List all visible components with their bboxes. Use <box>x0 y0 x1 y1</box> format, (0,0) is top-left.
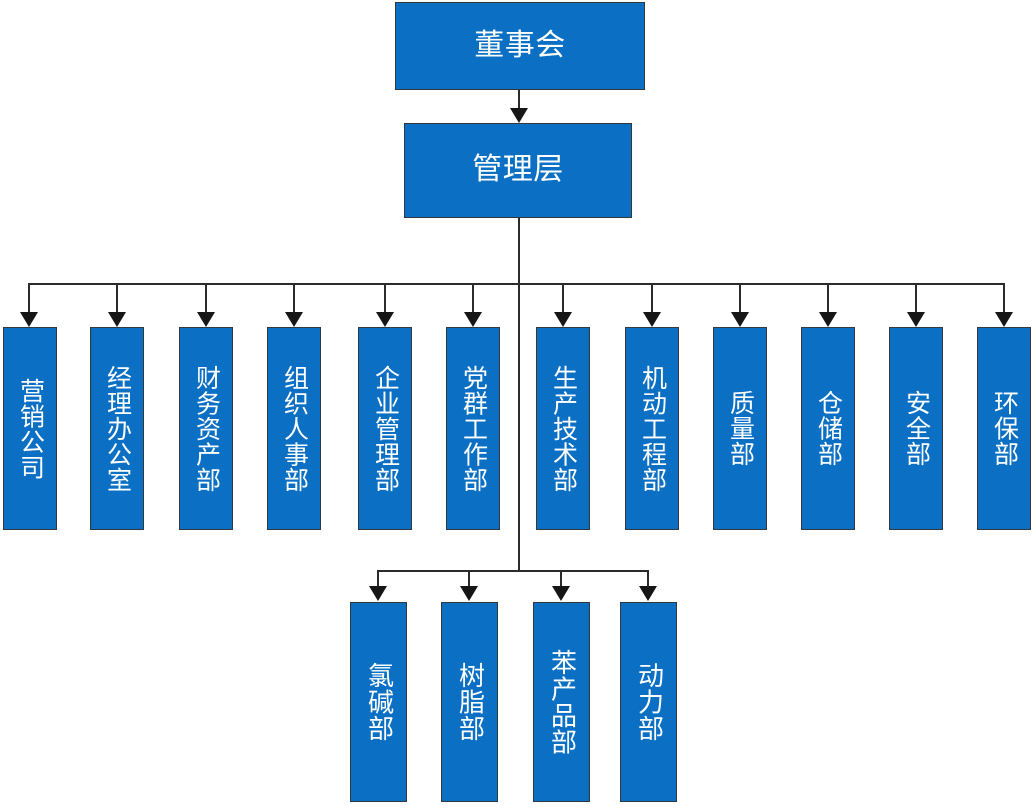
org-node-label: 氯碱部 <box>364 662 394 742</box>
org-node-dept-9[interactable]: 质量部 <box>713 327 767 530</box>
arrow-dept-2 <box>108 312 126 327</box>
arrow-sub-3 <box>552 586 570 601</box>
arrow-dept-10 <box>819 312 837 327</box>
connector-drop-sub-1 <box>377 570 379 594</box>
connector-drop-dept-11 <box>915 283 917 321</box>
connector-drop-dept-9 <box>739 283 741 321</box>
org-node-label: 财务资产部 <box>192 364 220 493</box>
arrow-sub-1 <box>369 586 387 601</box>
connector-drop-dept-3 <box>205 283 207 321</box>
connector-drop-dept-6 <box>472 283 474 321</box>
connector-drop-dept-5 <box>384 283 386 321</box>
connector-subdepartment-bus <box>377 570 649 572</box>
org-node-label: 安全部 <box>902 390 930 467</box>
org-node-label: 经理办公室 <box>103 364 131 493</box>
connector-drop-dept-1 <box>28 283 30 321</box>
arrow-dept-7 <box>554 312 572 327</box>
connector-drop-sub-3 <box>560 570 562 594</box>
org-node-label: 环保部 <box>990 390 1018 467</box>
connector-drop-dept-2 <box>116 283 118 321</box>
connector-management-trunk <box>518 218 520 572</box>
connector-drop-sub-4 <box>647 570 649 594</box>
connector-drop-dept-7 <box>562 283 564 321</box>
org-node-dept-4[interactable]: 组织人事部 <box>267 327 321 530</box>
arrow-sub-4 <box>639 586 657 601</box>
arrow-sub-2 <box>460 586 478 601</box>
connector-drop-dept-8 <box>651 283 653 321</box>
org-node-label: 动力部 <box>634 662 664 742</box>
org-node-label: 营销公司 <box>16 377 44 480</box>
org-node-label: 组织人事部 <box>280 364 308 493</box>
org-node-label: 机动工程部 <box>638 364 666 493</box>
arrow-dept-1 <box>20 312 38 327</box>
connector-drop-dept-12 <box>1003 283 1005 321</box>
connector-drop-sub-2 <box>468 570 470 594</box>
org-node-dept-6[interactable]: 党群工作部 <box>446 327 500 530</box>
org-node-label: 质量部 <box>726 390 754 467</box>
org-node-label: 企业管理部 <box>371 364 399 493</box>
org-node-dept-12[interactable]: 环保部 <box>977 327 1031 530</box>
org-node-sub-2[interactable]: 树脂部 <box>441 602 498 802</box>
arrow-board-to-management <box>510 108 528 123</box>
connector-drop-dept-4 <box>293 283 295 321</box>
org-node-dept-10[interactable]: 仓储部 <box>801 327 855 530</box>
connector-department-bus <box>28 283 1004 285</box>
org-node-label: 党群工作部 <box>459 364 487 493</box>
arrow-dept-5 <box>376 312 394 327</box>
org-node-label: 树脂部 <box>455 662 485 742</box>
org-node-label: 苯产品部 <box>547 649 577 755</box>
org-node-dept-2[interactable]: 经理办公室 <box>90 327 144 530</box>
org-node-dept-8[interactable]: 机动工程部 <box>625 327 679 530</box>
org-node-dept-1[interactable]: 营销公司 <box>3 327 57 530</box>
org-node-dept-3[interactable]: 财务资产部 <box>179 327 233 530</box>
arrow-dept-11 <box>907 312 925 327</box>
org-node-label: 管理层 <box>472 153 564 187</box>
org-node-label: 仓储部 <box>814 390 842 467</box>
org-node-dept-7[interactable]: 生产技术部 <box>536 327 590 530</box>
arrow-dept-3 <box>197 312 215 327</box>
arrow-dept-4 <box>285 312 303 327</box>
arrow-dept-8 <box>643 312 661 327</box>
org-node-board[interactable]: 董事会 <box>395 2 645 90</box>
org-node-label: 生产技术部 <box>549 364 577 493</box>
org-node-label: 董事会 <box>474 28 566 62</box>
org-node-dept-5[interactable]: 企业管理部 <box>358 327 412 530</box>
arrow-dept-6 <box>464 312 482 327</box>
arrow-dept-12 <box>995 312 1013 327</box>
org-node-dept-11[interactable]: 安全部 <box>889 327 943 530</box>
arrow-dept-9 <box>731 312 749 327</box>
org-node-sub-4[interactable]: 动力部 <box>620 602 677 802</box>
org-node-management[interactable]: 管理层 <box>404 123 632 218</box>
connector-drop-dept-10 <box>827 283 829 321</box>
org-node-sub-3[interactable]: 苯产品部 <box>533 602 590 802</box>
org-node-sub-1[interactable]: 氯碱部 <box>350 602 407 802</box>
connector-board-to-management <box>518 90 520 110</box>
